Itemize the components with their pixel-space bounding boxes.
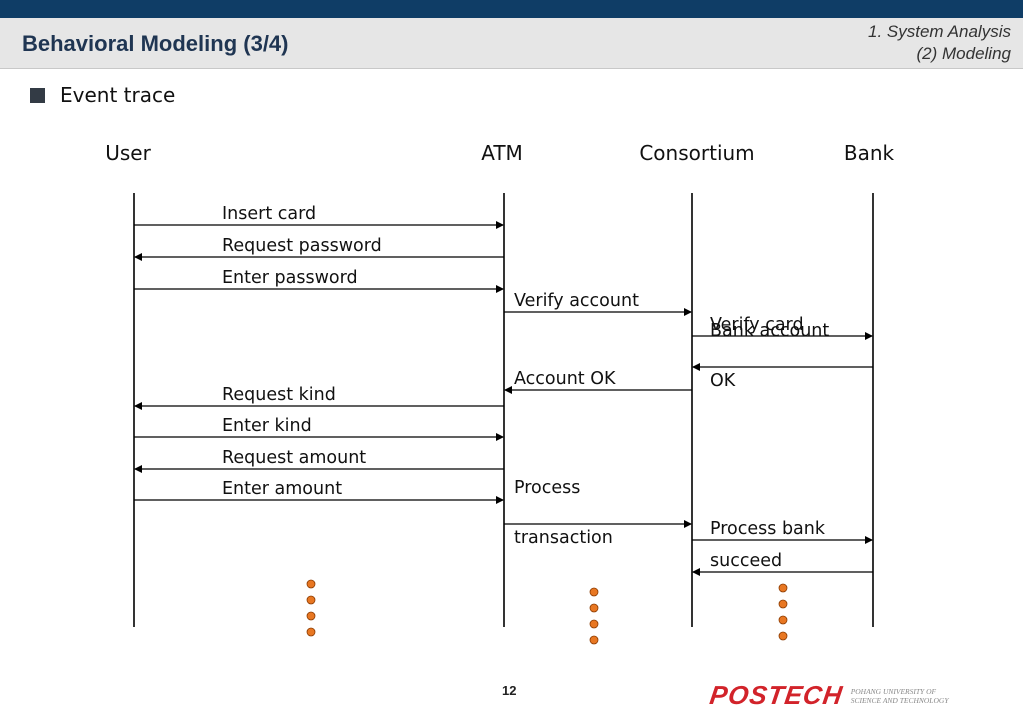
- continuation-dot: [778, 615, 788, 625]
- message-label: Insert card: [222, 204, 316, 224]
- slide-title: Behavioral Modeling (3/4): [22, 31, 289, 56]
- message-label: Verify account: [514, 291, 639, 311]
- message-label: transaction: [514, 528, 613, 548]
- logo-wordmark: POSTECH: [707, 680, 845, 710]
- message-label: Request password: [222, 236, 382, 256]
- message-label: Request amount: [222, 448, 366, 468]
- logo-subtitle-line-1: POHANG UNIVERSITY OF: [850, 686, 937, 696]
- message-label: Enter kind: [222, 416, 312, 436]
- section-label: 1. System Analysis (2) Modeling: [868, 21, 1011, 65]
- message-label: Enter password: [222, 268, 358, 288]
- message-label: OK: [710, 371, 736, 391]
- bullet-text: Event trace: [60, 83, 176, 107]
- message-label: Verify card: [710, 315, 804, 335]
- continuation-dot: [778, 599, 788, 609]
- actor-label-consortium: Consortium: [639, 141, 754, 165]
- message-label: Enter amount: [222, 479, 342, 499]
- message-label: Process bank: [710, 519, 826, 539]
- bullet-item: Event trace: [30, 83, 175, 107]
- continuation-dot: [589, 603, 599, 613]
- message-label: Process: [514, 478, 580, 498]
- actor-label-atm: ATM: [481, 141, 523, 165]
- message-label: Request kind: [222, 385, 336, 405]
- message-label: Account OK: [514, 369, 616, 389]
- square-bullet-icon: [30, 87, 45, 103]
- actor-label-user: User: [105, 141, 151, 165]
- section-line-2: (2) Modeling: [916, 44, 1012, 63]
- message-label: Bank account: [710, 321, 829, 341]
- continuation-dot: [589, 635, 599, 645]
- continuation-dot: [306, 595, 316, 605]
- logo-subtitle-line-2: SCIENCE AND TECHNOLOGY: [850, 695, 949, 705]
- continuation-dot: [778, 583, 788, 593]
- logo-subtitle: POHANG UNIVERSITY OF SCIENCE AND TECHNOL…: [851, 687, 971, 705]
- continuation-dot: [306, 579, 316, 589]
- page-number: 12: [502, 683, 517, 698]
- continuation-dot: [589, 619, 599, 629]
- continuation-dot: [306, 627, 316, 637]
- continuation-dot: [589, 587, 599, 597]
- section-line-1: 1. System Analysis: [868, 22, 1011, 41]
- message-label: succeed: [710, 551, 782, 571]
- continuation-dot: [306, 611, 316, 621]
- actor-label-bank: Bank: [844, 141, 895, 165]
- postech-logo: POSTECH POHANG UNIVERSITY OF SCIENCE AND…: [707, 680, 971, 711]
- slide-header: Behavioral Modeling (3/4) 1. System Anal…: [0, 18, 1023, 69]
- top-bar: [0, 0, 1023, 18]
- continuation-dot: [778, 631, 788, 641]
